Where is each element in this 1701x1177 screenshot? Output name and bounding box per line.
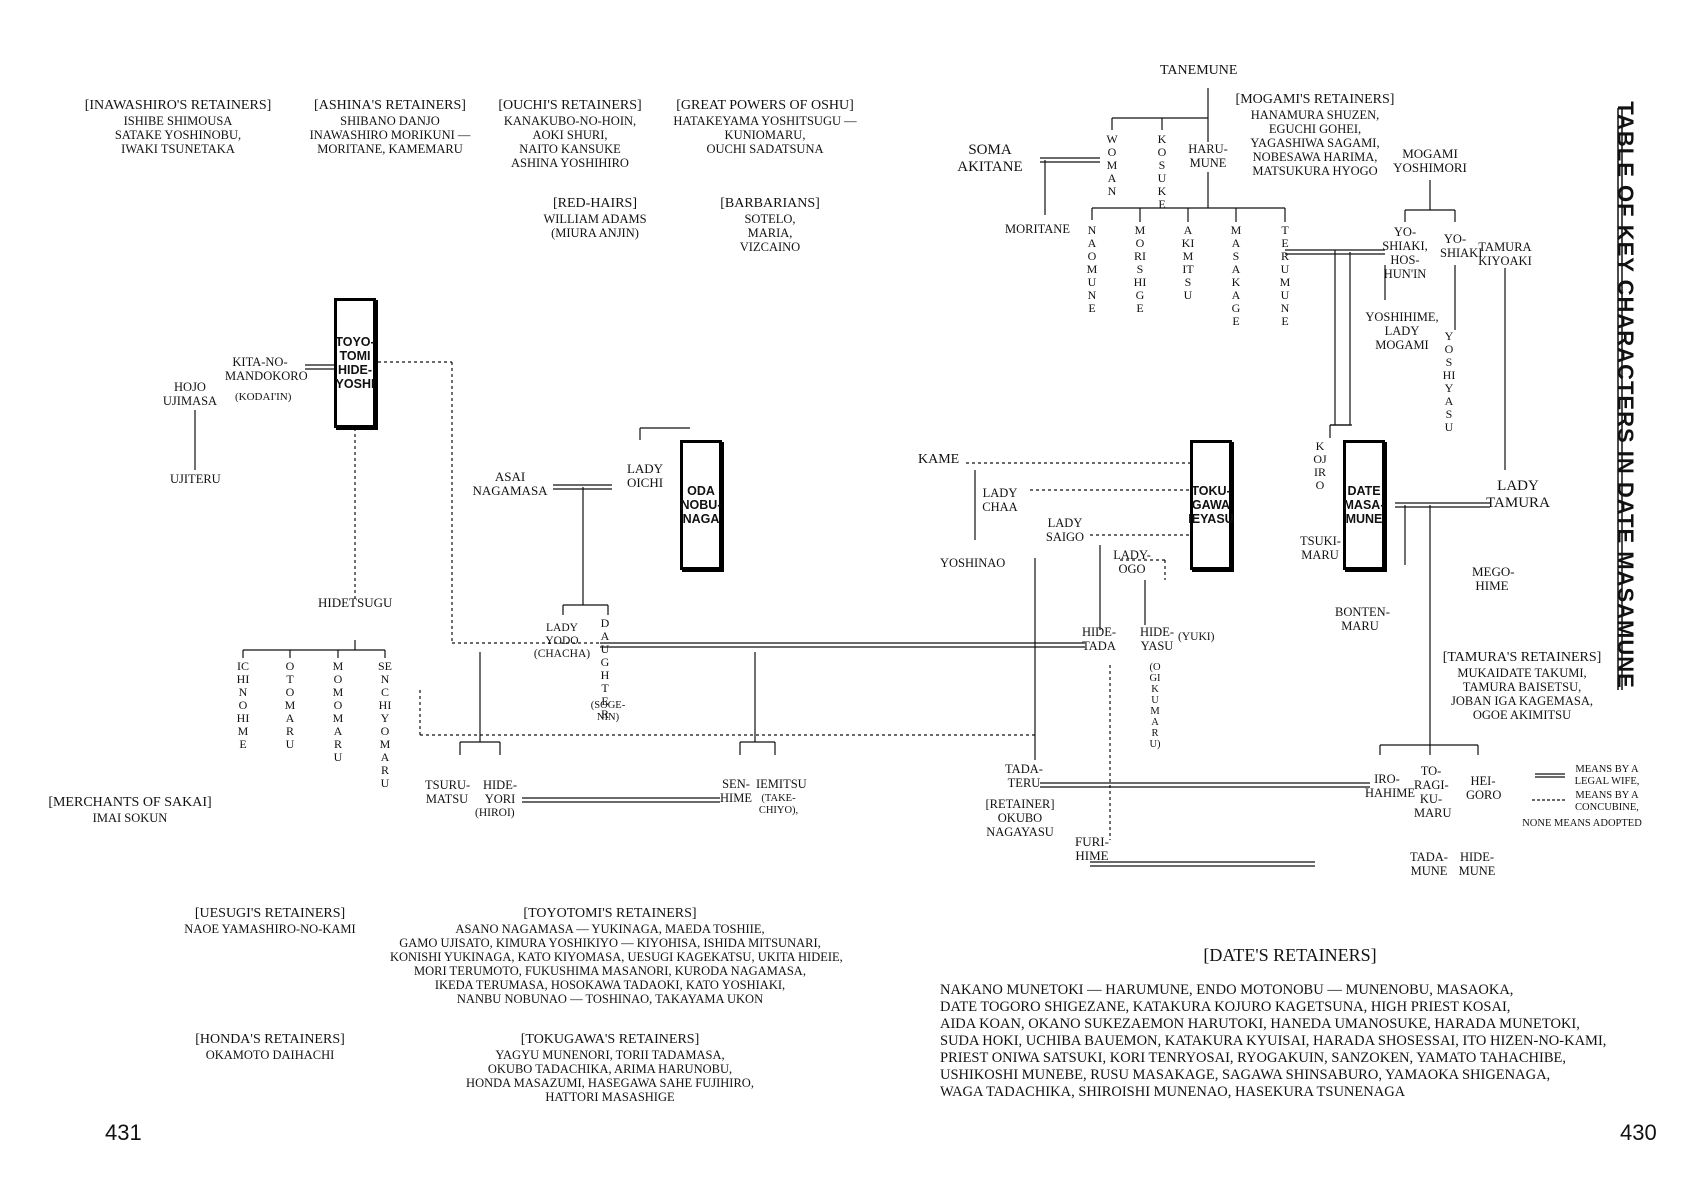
person-masakage: MASAKAGE [1230, 223, 1242, 328]
person-tanemune: TANEMUNE [1160, 63, 1238, 78]
person-soma-akitane: SOMA AKITANE [957, 142, 1023, 175]
page-number-left: 431 [105, 1120, 142, 1145]
person-lady-yodo: LADY YODO (CHACHA) [533, 622, 591, 660]
person-irohahime: IRO-HAHIME [1365, 772, 1415, 800]
mogami-retainers: [MOGAMI'S RETAINERS] HANAMURA SHUZEN, EG… [1235, 92, 1395, 178]
person-takechiyo: (TAKE-CHIYO), [758, 793, 799, 816]
person-ujiteru: UJITERU [170, 472, 221, 486]
person-heigoro: HEI-GORO [1466, 774, 1502, 802]
person-tadateru: TADA-TERU [1005, 762, 1043, 790]
tamura-retainers: [TAMURA'S RETAINERS] MUKAIDATE TAKUMI, T… [1442, 650, 1602, 722]
person-lady-oichi: LADY OICHI [626, 461, 664, 490]
person-tsurumatsu: TSURU-MATSU [425, 778, 471, 806]
person-moritane: MORITANE [1005, 222, 1070, 236]
person-sogenin: (SOGE-NIN) [590, 700, 626, 723]
date-retainers-header: [DATE'S RETAINERS] [1203, 945, 1377, 965]
page-number-right: 430 [1620, 1120, 1657, 1145]
ouchi-retainers: [OUCHI'S RETAINERS] KANAKUBO-NO-HOIN, AO… [498, 98, 642, 170]
person-harumune: HARU-MUNE [1188, 142, 1228, 170]
person-hidetsugu: HIDETSUGU [318, 595, 393, 610]
person-hideyori: HIDE-YORI [482, 778, 517, 806]
person-tadamune: TADA-MUNE [1410, 850, 1448, 878]
person-yoshiyasu: YOSHIYASU [1442, 329, 1456, 434]
honda-retainers: [HONDA'S RETAINERS] OKAMOTO DAIHACHI [195, 1032, 345, 1062]
person-yoshinao: YOSHINAO [940, 556, 1006, 570]
person-yoshiaki: YO-SHIAKI [1440, 232, 1483, 260]
person-ichinohime: ICHINOHIME [236, 659, 250, 751]
person-hideyasu: HIDE-YASU [1139, 625, 1174, 653]
legend-wife: MEANS BY A LEGAL WIFE, [1574, 764, 1640, 787]
person-yoshihime: YOSHIHIME, LADY MOGAMI [1365, 310, 1439, 352]
date-retainers-list: NAKANO MUNETOKI — HARUMUNE, ENDO MOTONOB… [940, 982, 1607, 1100]
great-powers-of-oshu: [GREAT POWERS OF OSHU] HATAKEYAMA YOSHIT… [673, 98, 857, 156]
legend-adopted: NONE MEANS ADOPTED [1522, 818, 1642, 829]
person-toragikumaru: TO-RAGI-KU-MARU [1414, 764, 1452, 820]
inawashiro-retainers: [INAWASHIRO'S RETAINERS] ISHIBE SHIMOUSA… [84, 98, 272, 156]
red-hairs: [RED-HAIRS] WILLIAM ADAMS (MIURA ANJIN) [543, 196, 647, 240]
person-senchiyomaru: SENCHIYOMARU [378, 659, 393, 790]
person-asai-nagamasa: ASAI NAGAMASA [472, 469, 548, 498]
page-title: TABLE OF KEY CHARACTERS IN DATE MASAMUNE [1613, 101, 1638, 689]
person-tsukimaru: TSUKI-MARU [1300, 534, 1341, 562]
person-daughter: DAUGHTER [600, 616, 610, 721]
person-hojo-ujimasa: HOJO UJIMASA [162, 380, 218, 408]
person-lady-saigo: LADY SAIGO [1045, 516, 1085, 544]
person-hiroi: (HIROI) [475, 807, 515, 819]
legend-concubine: MEANS BY A CONCUBINE, [1575, 790, 1639, 813]
person-mogami-yoshimori: MOGAMI YOSHIMORI [1393, 146, 1467, 175]
person-akimitsu: AKIMITSU [1181, 223, 1195, 302]
person-terumune: TERUMUNE [1279, 223, 1291, 328]
person-kosuke: KOSUKE [1157, 132, 1167, 211]
person-lady-ogo: LADY-OGO [1113, 548, 1151, 576]
person-yoshiaki-hoshunin: YO-SHIAKI, HOS-HUN'IN [1382, 225, 1428, 281]
person-lady-tamura: LADY TAMURA [1486, 478, 1550, 511]
person-bontenmaru: BONTEN-MARU [1335, 605, 1390, 633]
person-okubo-nagayasu: [RETAINER] OKUBO NAGAYASU [985, 797, 1055, 839]
person-hidetada: HIDE-TADA [1081, 625, 1116, 653]
uesugi-retainers: [UESUGI'S RETAINERS] NAOE YAMASHIRO-NO-K… [184, 906, 356, 936]
person-ogikumaru: (OGIKUMARU) [1149, 662, 1161, 750]
person-kame: KAME [918, 452, 960, 467]
person-senhime: SEN-HIME [720, 777, 752, 805]
tokugawa-retainers: [TOKUGAWA'S RETAINERS] YAGYU MUNENORI, T… [466, 1032, 754, 1104]
person-tamura-kiyoaki: TAMURA KIYOAKI [1478, 240, 1532, 268]
person-kojiro: KOJIRO [1313, 439, 1327, 492]
legend: MEANS BY A LEGAL WIFE, MEANS BY A CONCUB… [1512, 762, 1652, 838]
person-megohime: MEGO-HIME [1472, 564, 1515, 593]
person-hidemune: HIDE-MUNE [1458, 850, 1496, 878]
person-momomaru: MOMOMARU [332, 659, 344, 764]
person-yuki: (YUKI) [1178, 631, 1215, 643]
person-woman: WOMAN [1106, 132, 1118, 198]
person-lady-chaa: LADY CHAA [982, 486, 1018, 514]
person-kita-no-mandokoro: KITA-NO-MANDOKORO [225, 355, 308, 383]
merchants-of-sakai: [MERCHANTS OF SAKAI] IMAI SOKUN [48, 795, 212, 825]
person-naomune: NAOMUNE [1086, 223, 1098, 315]
person-otomaru: OTOMARU [284, 659, 296, 751]
person-iemitsu: IEMITSU [756, 777, 807, 791]
ashina-retainers: [ASHINA'S RETAINERS] SHIBANO DANJO INAWA… [309, 98, 471, 156]
person-morishige: MORISHIGE [1133, 223, 1147, 315]
person-kodaiin: (KODAI'IN) [235, 391, 292, 403]
barbarians: [BARBARIANS] SOTELO, MARIA, VIZCAINO [720, 196, 820, 254]
person-furihime: FURI-HIME [1075, 834, 1109, 863]
toyotomi-retainers: [TOYOTOMI'S RETAINERS] ASANO NAGAMASA — … [390, 906, 843, 1006]
